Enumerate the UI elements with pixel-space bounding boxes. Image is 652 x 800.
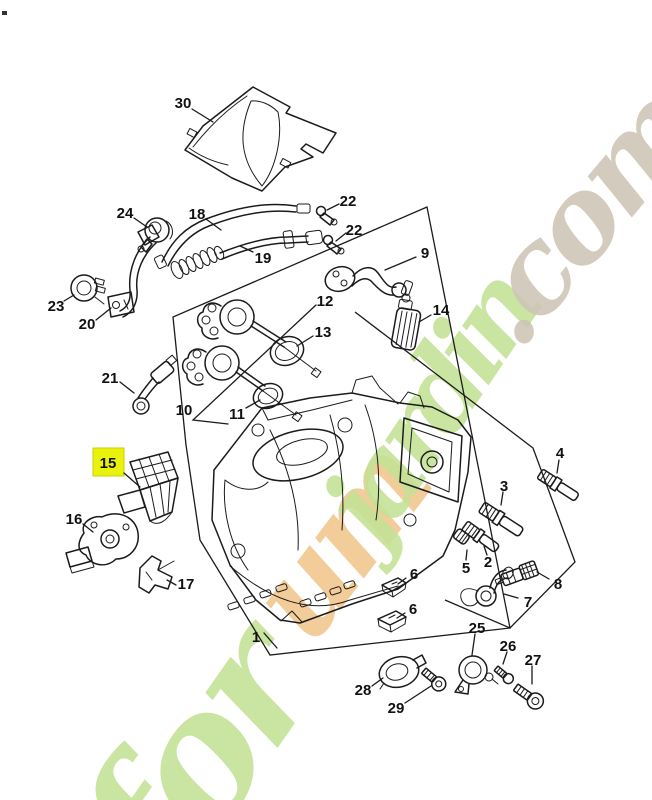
part-label-6a[interactable]: 6 xyxy=(410,566,418,583)
part-15-buffer-drawing xyxy=(117,451,179,524)
leader-2 xyxy=(483,545,488,556)
part-10-carb-assembly-drawing xyxy=(181,345,303,423)
part-label-12[interactable]: 12 xyxy=(317,293,334,310)
part-label-13[interactable]: 13 xyxy=(315,324,332,341)
part-27-screw-drawing xyxy=(513,683,545,710)
leader-8 xyxy=(536,571,550,580)
leader-6a xyxy=(397,577,407,585)
part-22a-nipple-drawing xyxy=(315,205,338,226)
part-label-20[interactable]: 20 xyxy=(79,316,96,333)
leader-5 xyxy=(465,549,468,561)
part-label-19[interactable]: 19 xyxy=(255,250,272,267)
part-16-flange-drawing xyxy=(65,513,139,574)
part-label-15: 15 xyxy=(100,455,117,472)
part-1-crankcase-drawing xyxy=(211,375,472,624)
part-30-cover-drawing xyxy=(184,86,337,192)
leader-30 xyxy=(191,108,214,123)
leader-3 xyxy=(500,491,504,506)
leader-28 xyxy=(371,677,384,687)
part-6a-plug-drawing xyxy=(381,577,407,598)
part-24-valve-drawing xyxy=(137,217,173,253)
leader-20 xyxy=(95,307,112,321)
bracket-10-12 xyxy=(191,304,317,425)
leader-22b xyxy=(335,232,347,242)
part-label-14[interactable]: 14 xyxy=(433,302,450,319)
part-label-9[interactable]: 9 xyxy=(421,245,429,262)
part-label-27[interactable]: 27 xyxy=(525,652,542,669)
leader-22a xyxy=(326,203,340,211)
part-label-28[interactable]: 28 xyxy=(355,682,372,699)
part-label-24[interactable]: 24 xyxy=(117,205,134,222)
part-label-21[interactable]: 21 xyxy=(102,370,119,387)
leader-17 xyxy=(166,579,177,586)
part-19-hose-drawing xyxy=(170,229,324,279)
part-label-30[interactable]: 30 xyxy=(175,95,192,112)
leader-13 xyxy=(296,335,314,347)
part-4-stud-drawing xyxy=(537,469,579,501)
part-label-22a[interactable]: 22 xyxy=(340,193,357,210)
part-label-22b[interactable]: 22 xyxy=(346,222,363,239)
leader-26 xyxy=(502,651,508,665)
leader-14 xyxy=(418,314,432,323)
scan-artifact xyxy=(2,11,7,15)
part-label-6b[interactable]: 6 xyxy=(409,601,417,618)
part-13-oring-drawing xyxy=(269,335,305,367)
leader-7 xyxy=(503,593,519,599)
part-label-25[interactable]: 25 xyxy=(469,620,486,637)
leader-9 xyxy=(384,256,417,271)
part-label-17[interactable]: 17 xyxy=(178,576,195,593)
group-box-screws xyxy=(354,311,576,629)
leader-1 xyxy=(263,632,278,649)
part-label-1[interactable]: 1 xyxy=(252,629,260,646)
leader-11 xyxy=(245,399,261,409)
part-12-carb-assembly-drawing xyxy=(196,299,322,379)
leader-6b xyxy=(396,612,406,619)
part-29-screw-drawing xyxy=(421,667,447,692)
part-label-8[interactable]: 8 xyxy=(554,576,562,593)
leader-29 xyxy=(404,685,432,704)
part-21-pipe-drawing xyxy=(132,354,178,415)
part-label-29[interactable]: 29 xyxy=(388,700,405,717)
part-label-2[interactable]: 2 xyxy=(484,554,492,571)
leader-23 xyxy=(63,294,75,302)
part-label-23[interactable]: 23 xyxy=(48,298,65,315)
part-22b-nipple-drawing xyxy=(322,234,345,255)
part-25-bracket-drawing xyxy=(454,655,499,695)
part-label-3[interactable]: 3 xyxy=(500,478,508,495)
leader-24 xyxy=(133,217,148,228)
part-28-bracket-drawing xyxy=(378,654,427,690)
leader-19 xyxy=(239,245,254,253)
part-15-highlight[interactable]: 15 xyxy=(92,447,125,477)
part-7-elbow-drawing xyxy=(460,566,514,607)
part-label-5[interactable]: 5 xyxy=(462,560,470,577)
part-14-filter-drawing xyxy=(390,293,422,351)
leader-16 xyxy=(82,523,94,533)
part-5-plug-drawing xyxy=(452,528,470,545)
part-label-10[interactable]: 10 xyxy=(176,402,193,419)
part-label-11[interactable]: 11 xyxy=(229,406,245,423)
part-label-26[interactable]: 26 xyxy=(500,638,517,655)
part-17-pawl-drawing xyxy=(138,555,175,594)
leader-4 xyxy=(556,459,560,474)
part-label-7[interactable]: 7 xyxy=(524,594,532,611)
leader-18 xyxy=(205,218,222,231)
part-label-18[interactable]: 18 xyxy=(189,206,206,223)
leader-15 xyxy=(123,472,141,488)
leader-25 xyxy=(471,633,476,656)
part-26-screw-drawing xyxy=(493,665,515,685)
part-label-4[interactable]: 4 xyxy=(556,445,565,462)
part-label-16[interactable]: 16 xyxy=(66,511,83,528)
part-9-elbow-drawing xyxy=(324,265,414,298)
part-3-stud-drawing xyxy=(478,502,524,537)
part-11-oring-drawing xyxy=(252,382,284,410)
part-20-pipe-drawing xyxy=(107,224,160,318)
leader-21 xyxy=(119,381,135,394)
part-23-plug-drawing xyxy=(70,274,106,305)
part-6b-plug-drawing xyxy=(377,610,407,633)
